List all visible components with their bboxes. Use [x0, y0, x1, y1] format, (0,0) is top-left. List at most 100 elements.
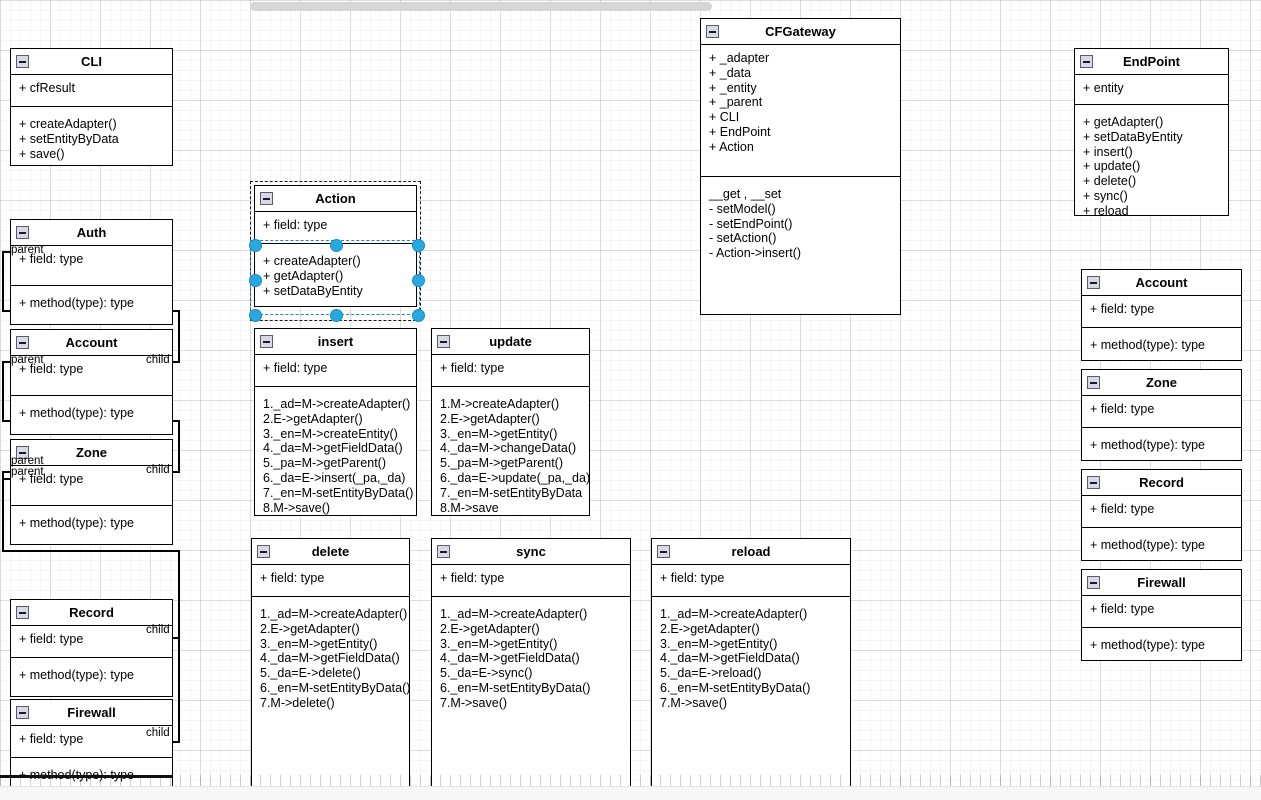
class-box-zone-left[interactable]: Zone+ field: type+ method(type): type [10, 439, 173, 545]
attributes-compartment-insert[interactable]: + field: type [255, 355, 416, 387]
attributes-compartment-firewall-right[interactable]: + field: type [1082, 596, 1241, 628]
class-box-record-right[interactable]: Record+ field: type+ method(type): type [1081, 469, 1242, 561]
resize-handle-w[interactable] [249, 274, 262, 287]
attributes-compartment-record-left[interactable]: + field: type [11, 626, 172, 658]
attributes-compartment-delete[interactable]: + field: type [252, 565, 409, 597]
method-line: 5._pa=M->getParent() [440, 456, 563, 471]
method-line: + method(type): type [1090, 638, 1205, 652]
collapse-minus-icon[interactable] [260, 192, 273, 205]
methods-compartment-record-left[interactable]: + method(type): type [11, 658, 172, 696]
class-header-firewall-right: Firewall [1082, 570, 1241, 596]
collapse-minus-icon[interactable] [16, 706, 29, 719]
collapse-minus-icon[interactable] [657, 545, 670, 558]
class-box-record-left[interactable]: Record+ field: type+ method(type): type [10, 599, 173, 697]
class-box-cli[interactable]: CLI+ cfResult+ createAdapter()+ setEntit… [10, 48, 173, 166]
connector-label-account-parent: parent [11, 354, 44, 366]
methods-compartment-account-left[interactable]: + method(type): type [11, 396, 172, 434]
class-box-cfgateway[interactable]: CFGateway + _adapter+ _data+ _entity+ _pa… [700, 18, 901, 315]
class-name: update [489, 334, 532, 349]
attributes-compartment-cfgateway[interactable]: + _adapter+ _data+ _entity+ _parent+ CLI… [701, 45, 900, 177]
collapse-minus-icon[interactable] [16, 55, 29, 68]
connector-zone-parent-horizontal [2, 471, 12, 473]
attributes-compartment-auth[interactable]: + field: type [11, 246, 172, 286]
method-line: 1._ad=M->createAdapter() [440, 607, 588, 621]
class-header-account-right: Account [1082, 270, 1241, 296]
connector-zone-bottom [2, 550, 180, 552]
collapse-minus-icon[interactable] [257, 545, 270, 558]
methods-compartment-account-right[interactable]: + method(type): type [1082, 328, 1241, 360]
methods-compartment-zone-left[interactable]: + method(type): type [11, 506, 172, 544]
collapse-minus-icon[interactable] [1087, 376, 1100, 389]
collapse-minus-icon[interactable] [16, 226, 29, 239]
attribute-line: + field: type [1090, 302, 1155, 316]
collapse-minus-icon[interactable] [1087, 476, 1100, 489]
collapse-minus-icon[interactable] [706, 25, 719, 38]
attributes-compartment-account-right[interactable]: + field: type [1082, 296, 1241, 328]
methods-compartment-auth[interactable]: + method(type): type [11, 286, 172, 324]
collapse-minus-icon[interactable] [1080, 55, 1093, 68]
collapse-minus-icon[interactable] [16, 336, 29, 349]
methods-compartment-zone-right[interactable]: + method(type): type [1082, 428, 1241, 460]
resize-handle-nw[interactable] [249, 239, 262, 252]
attributes-compartment-zone-right[interactable]: + field: type [1082, 396, 1241, 428]
methods-compartment-endpoint[interactable]: + getAdapter()+ setDataByEntity+ insert(… [1075, 105, 1228, 218]
methods-compartment-insert[interactable]: 1._ad=M->createAdapter()2.E->getAdapter(… [255, 387, 416, 515]
collapse-minus-icon[interactable] [16, 446, 29, 459]
methods-compartment-sync[interactable]: 1._ad=M->createAdapter()2.E->getAdapter(… [432, 597, 630, 795]
methods-compartment-update[interactable]: 1.M->createAdapter()2.E->getAdapter()3._… [432, 387, 590, 515]
method-line: - setEndPoint() [709, 216, 793, 231]
methods-compartment-record-right[interactable]: + method(type): type [1082, 528, 1241, 560]
methods-compartment-firewall-right[interactable]: + method(type): type [1082, 628, 1241, 660]
collapse-minus-icon[interactable] [1087, 276, 1100, 289]
class-name: Action [315, 191, 356, 206]
class-box-firewall-right[interactable]: Firewall+ field: type + method(type): typ… [1081, 569, 1242, 661]
resize-handle-se[interactable] [412, 309, 425, 322]
horizontal-scrollbar-thumb[interactable] [250, 2, 712, 11]
method-line: 5._pa=M->getParent() [263, 456, 386, 471]
methods-compartment-reload[interactable]: 1._ad=M->createAdapter()2.E->getAdapter(… [652, 597, 850, 795]
attributes-compartment-cli[interactable]: + cfResult [11, 75, 172, 107]
horizontal-scrollbar-track[interactable] [0, 786, 1261, 800]
attributes-compartment-zone-left[interactable]: + field: type [11, 466, 172, 506]
attributes-compartment-record-right[interactable]: + field: type [1082, 496, 1241, 528]
methods-compartment-cli[interactable]: + createAdapter()+ setEntityByData+ save… [11, 107, 172, 165]
resize-handle-s[interactable] [330, 309, 343, 322]
connector-zone-to-children-vertical [178, 550, 180, 742]
class-box-auth[interactable]: Auth+ field: type+ method(type): type [10, 219, 173, 325]
class-box-account-left[interactable]: Account+ field: type+ method(type): type [10, 329, 173, 435]
attribute-line: + field: type [19, 252, 84, 266]
attributes-compartment-reload[interactable]: + field: type [652, 565, 850, 597]
connector-zone-parent-horizontal-2 [2, 478, 12, 480]
collapse-minus-icon[interactable] [437, 335, 450, 348]
resize-handle-e[interactable] [412, 274, 425, 287]
class-box-firewall-left[interactable]: Firewall+ field: type+ method(type): typ… [10, 699, 173, 797]
attributes-compartment-update[interactable]: + field: type [432, 355, 589, 387]
methods-compartment-cfgateway[interactable]: __get , __set- setModel()- setEndPoint()… [701, 177, 900, 314]
method-line: 3._en=M->getEntity() [260, 636, 378, 651]
collapse-minus-icon[interactable] [437, 545, 450, 558]
resize-handle-ne[interactable] [412, 239, 425, 252]
methods-compartment-delete[interactable]: 1._ad=M->createAdapter()2.E->getAdapter(… [252, 597, 410, 795]
collapse-minus-icon[interactable] [1087, 576, 1100, 589]
class-header-zone-right: Zone [1082, 370, 1241, 396]
attributes-compartment-account-left[interactable]: + field: type [11, 356, 172, 396]
collapse-minus-icon[interactable] [16, 606, 29, 619]
resize-handle-n[interactable] [330, 239, 343, 252]
class-box-zone-right[interactable]: Zone+ field: type+ method(type): type [1081, 369, 1242, 461]
attributes-compartment-firewall-left[interactable]: + field: type [11, 726, 172, 758]
methods-compartment-action[interactable]: + createAdapter()+ getAdapter()+ setData… [255, 244, 416, 306]
attributes-compartment-endpoint[interactable]: + entity [1075, 75, 1228, 105]
class-box-endpoint[interactable]: EndPoint+ entity+ getAdapter()+ setDataB… [1074, 48, 1229, 218]
resize-handle-sw[interactable] [249, 309, 262, 322]
class-box-account-right[interactable]: Account + field: type + method(type): type [1081, 269, 1242, 361]
class-header-cfgateway: CFGateway [701, 19, 900, 45]
attributes-compartment-sync[interactable]: + field: type [432, 565, 630, 597]
collapse-minus-icon[interactable] [260, 335, 273, 348]
class-name: CFGateway [765, 24, 836, 39]
